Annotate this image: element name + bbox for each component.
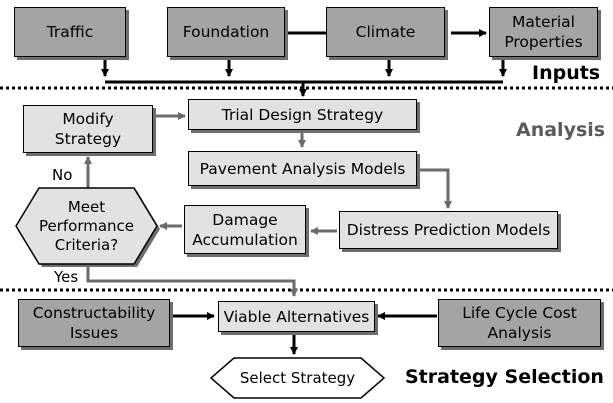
analysis-section-title: Analysis	[516, 119, 606, 141]
constructability-issues-box: Constructability Issues	[18, 299, 170, 347]
viable-alternatives-label: Viable Alternatives	[223, 307, 370, 326]
climate-label: Climate	[355, 23, 416, 41]
no-label: No	[52, 166, 73, 184]
constructability-issues-label: Constructability Issues	[32, 304, 156, 342]
material-properties-label: Material Properties	[504, 13, 583, 51]
criteria-text: Meet Performance Criteria?	[16, 188, 157, 264]
yes-label: Yes	[54, 268, 79, 286]
select-strategy-label: Select Strategy	[239, 369, 356, 387]
traffic-box: Traffic	[14, 7, 126, 57]
inputs-section-title: Inputs	[532, 62, 601, 84]
foundation-label: Foundation	[182, 23, 270, 41]
life-cycle-cost-analysis-box: Life Cycle Cost Analysis	[438, 299, 601, 347]
meet-performance-criteria-label: Meet Performance Criteria?	[38, 197, 135, 254]
damage-accumulation-box: Damage Accumulation	[184, 205, 306, 254]
foundation-box: Foundation	[167, 7, 285, 57]
criteria-to-viable-arrow	[86, 263, 298, 297]
material-properties-box: Material Properties	[489, 7, 598, 57]
distress-prediction-models-label: Distress Prediction Models	[346, 221, 551, 239]
modify-strategy-box: Modify Strategy	[23, 105, 153, 153]
distress-prediction-models-box: Distress Prediction Models	[339, 211, 558, 249]
modify-strategy-label: Modify Strategy	[54, 110, 122, 148]
climate-box: Climate	[326, 7, 445, 57]
select-strategy-text: Select Strategy	[211, 358, 384, 398]
pavement-analysis-models-label: Pavement Analysis Models	[199, 159, 406, 178]
select-strategy-shape	[209, 357, 386, 399]
pavement-to-distress-arrow	[419, 168, 452, 209]
damage-accumulation-label: Damage Accumulation	[192, 210, 298, 249]
life-cycle-cost-analysis-label: Life Cycle Cost Analysis	[462, 304, 577, 342]
trial-design-strategy-box: Trial Design Strategy	[188, 99, 417, 130]
criteria-shape	[15, 187, 158, 265]
viable-alternatives-box: Viable Alternatives	[218, 301, 375, 332]
traffic-label: Traffic	[46, 23, 94, 41]
pavement-analysis-models-box: Pavement Analysis Models	[188, 151, 417, 186]
trial-design-strategy-label: Trial Design Strategy	[221, 105, 384, 124]
strategy-selection-section-title: Strategy Selection	[405, 366, 604, 388]
